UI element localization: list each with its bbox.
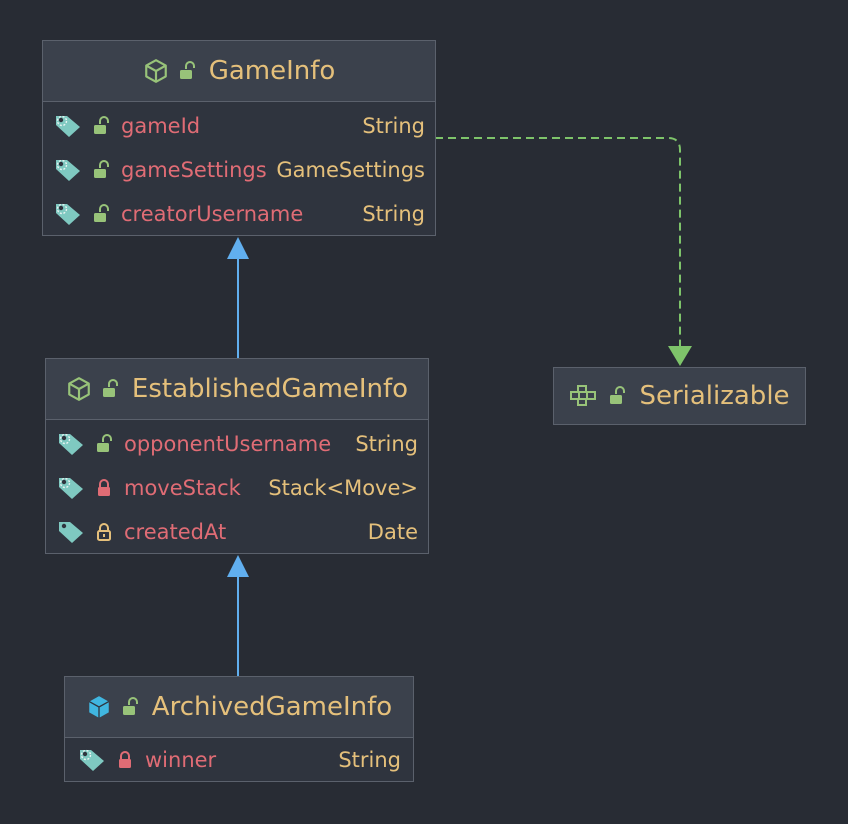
field-row[interactable]: gameId String — [43, 104, 435, 148]
field-row[interactable]: moveStack Stack<Move> — [46, 466, 428, 510]
extends-arrowhead — [227, 237, 249, 259]
class-fields: winner String — [65, 738, 413, 782]
final-class-icon — [86, 694, 112, 720]
field-tag-icon — [53, 157, 83, 183]
field-name: creatorUsername — [121, 202, 304, 226]
field-tag-icon — [53, 201, 83, 227]
protected-lock-icon — [94, 522, 114, 542]
field-row[interactable]: creatorUsername String — [43, 192, 435, 236]
field-type: String — [362, 202, 425, 226]
class-header: EstablishedGameInfo — [46, 359, 428, 420]
field-row[interactable]: winner String — [65, 738, 413, 782]
class-node-establishedgameinfo[interactable]: EstablishedGameInfo opponentUsername Str… — [45, 358, 429, 554]
class-icon — [66, 376, 92, 402]
class-name: EstablishedGameInfo — [131, 374, 409, 404]
class-header: Serializable — [554, 368, 805, 424]
field-name: opponentUsername — [124, 432, 332, 456]
class-header: GameInfo — [43, 41, 435, 102]
class-fields: gameId String gameSettings GameSettings … — [43, 102, 435, 236]
public-lock-icon — [91, 204, 111, 224]
field-tag-icon — [56, 431, 86, 457]
extends-arrowhead — [227, 555, 249, 577]
public-lock-icon — [91, 116, 111, 136]
class-name: GameInfo — [208, 56, 336, 86]
private-lock-icon — [115, 750, 135, 770]
class-fields: opponentUsername String moveStack Stack<… — [46, 420, 428, 554]
class-icon — [143, 58, 169, 84]
implements-arrowhead — [668, 346, 692, 366]
interface-node-serializable[interactable]: Serializable — [553, 367, 806, 425]
field-type: String — [362, 114, 425, 138]
field-name: winner — [145, 748, 217, 772]
private-lock-icon — [94, 478, 114, 498]
field-tag-icon — [56, 475, 86, 501]
public-lock-icon — [91, 160, 111, 180]
field-type: GameSettings — [276, 158, 425, 182]
field-type: Stack<Move> — [268, 476, 418, 500]
public-lock-icon — [177, 61, 197, 81]
field-type: String — [338, 748, 401, 772]
field-type: Date — [367, 520, 418, 544]
class-name: ArchivedGameInfo — [151, 692, 393, 722]
interface-name: Serializable — [639, 381, 790, 411]
class-node-gameinfo[interactable]: GameInfo gameId String gameSettings Game… — [42, 40, 436, 236]
public-lock-icon — [607, 386, 627, 406]
interface-icon — [569, 384, 599, 408]
field-name: gameSettings — [121, 158, 267, 182]
field-type: String — [355, 432, 418, 456]
field-tag-icon — [56, 519, 86, 545]
field-row[interactable]: createdAt Date — [46, 510, 428, 554]
class-header: ArchivedGameInfo — [65, 677, 413, 738]
field-tag-icon — [77, 747, 107, 773]
public-lock-icon — [100, 379, 120, 399]
field-name: moveStack — [124, 476, 241, 500]
implements-edge-gameinfo-serializable — [435, 137, 681, 346]
field-row[interactable]: gameSettings GameSettings — [43, 148, 435, 192]
field-name: createdAt — [124, 520, 227, 544]
field-name: gameId — [121, 114, 201, 138]
public-lock-icon — [120, 697, 140, 717]
field-row[interactable]: opponentUsername String — [46, 422, 428, 466]
field-tag-icon — [53, 113, 83, 139]
class-node-archivedgameinfo[interactable]: ArchivedGameInfo winner String — [64, 676, 414, 782]
public-lock-icon — [94, 434, 114, 454]
